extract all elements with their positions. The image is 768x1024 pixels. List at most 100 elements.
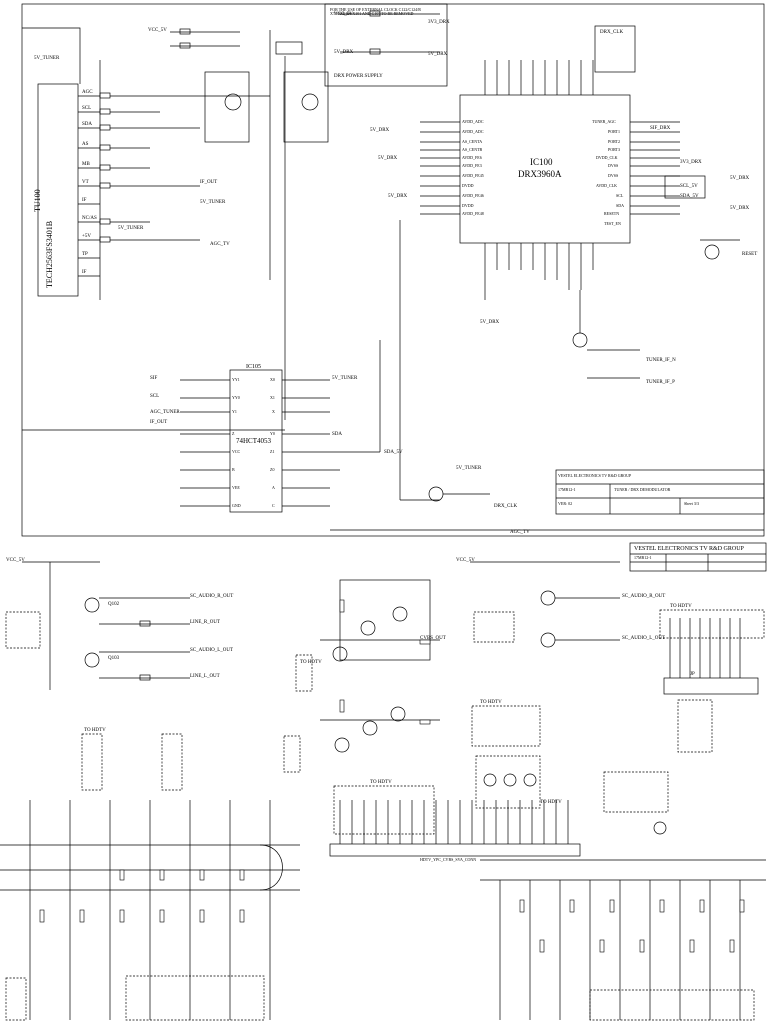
tuner-pin-label: AS <box>82 142 89 147</box>
net-label: IF_OUT <box>150 420 168 425</box>
drx-pin: DVDD <box>462 183 474 188</box>
bottom-title-company: VESTEL ELECTRONICS TV R&D GROUP <box>634 546 744 552</box>
title-project: 17MB12-1 <box>558 487 576 492</box>
net-label: VCC_5V <box>6 558 25 563</box>
drx-pin: RESETN <box>604 211 620 216</box>
drx-pin: AVDD_FE45 <box>462 173 484 178</box>
tuner-pin-label: TP <box>82 252 88 257</box>
net-label: 5V_TUNER <box>118 226 144 231</box>
drx-part: DRX3960A <box>518 169 562 179</box>
net-label: 5V_DRX <box>730 176 750 181</box>
switch-pin: C <box>272 503 275 508</box>
tuner-pin-label: SCL <box>82 106 92 111</box>
net-label: 5V_TUNER <box>456 466 482 471</box>
switch-pin: GND <box>232 503 241 508</box>
bottom-title-project: 17MB12-1 <box>634 555 652 560</box>
drx-pin: DVSS <box>608 173 619 178</box>
switch-pin: YY1 <box>232 377 240 382</box>
switch-pin: Y0 <box>270 431 275 436</box>
net-label: DRX_CLK <box>494 504 518 509</box>
net-label: 5V_TUNER <box>332 376 358 381</box>
net-label: 3V3_DRX <box>680 160 702 165</box>
drx-pin: PORT3 <box>608 147 620 152</box>
net-label: VCC_5V <box>148 28 167 33</box>
net-label: SCL_5V <box>680 184 698 189</box>
net-label: DRX_CLK <box>600 30 624 35</box>
drx-pin: TEST_EN <box>604 221 621 226</box>
net-label: 5V_DRX <box>730 206 750 211</box>
net-label: SDA_5V <box>680 194 699 199</box>
net-label: VCC_5V <box>456 558 475 563</box>
net-label: SIF_DRX <box>650 126 671 131</box>
tuner-part: TECH2563FS3401B <box>45 220 54 288</box>
tuner-pin-label: VT <box>82 180 89 185</box>
net-label: TO HDTV <box>540 800 562 805</box>
drx-pin: AVDD_FE3 <box>462 163 482 168</box>
tuner-pin-label: IF <box>82 270 87 275</box>
drx-pin: PORT1 <box>608 129 620 134</box>
switch-pin: X1 <box>270 395 275 400</box>
net-label: TO HDTV <box>84 728 106 733</box>
net-label: SC_AUDIO_L_OUT <box>190 648 234 653</box>
switch-pin: Z1 <box>270 449 275 454</box>
tuner-pin-label: MB <box>82 162 90 167</box>
net-label: CVBS_OUT <box>420 636 446 641</box>
drx-pin: AS_CENTA <box>462 139 483 144</box>
drx-pin: SDA <box>616 203 625 208</box>
drx-pin: PORT2 <box>608 139 620 144</box>
switch-pin: VCC <box>232 449 241 454</box>
title-ver: VER: 02 <box>558 501 573 506</box>
net-label: 5V_DRX <box>480 320 500 325</box>
net-label: SDA_5V <box>384 450 403 455</box>
net-label: SC_AUDIO_R_OUT <box>190 594 234 599</box>
drx-pin: AVDD_FE48 <box>462 211 484 216</box>
transistor-ref: Q102 <box>108 602 120 607</box>
net-label: SDA <box>332 432 343 437</box>
drx-pin: DVDD <box>462 203 474 208</box>
drx-pin: AVDD_CLK <box>596 183 618 188</box>
net-label: SIF <box>150 376 158 381</box>
net-label: 3V3_DRX <box>428 20 450 25</box>
net-label: AGC_TV <box>510 530 530 535</box>
transistor-ref: Q103 <box>108 656 120 661</box>
net-label: TO HDTV <box>670 604 692 609</box>
tuner-pin-label: IF <box>82 198 87 203</box>
net-label: 5V_DRX <box>428 52 448 57</box>
net-label: IF_OUT <box>200 180 218 185</box>
net-label: SCL <box>150 394 160 399</box>
net-label: VCC_5V <box>334 12 353 17</box>
drx-pin: AS_CENTB <box>462 147 483 152</box>
drx-pin: SCL <box>616 193 624 198</box>
net-label: TUNER_IF_N <box>646 358 676 363</box>
net-label: JP <box>690 672 695 677</box>
switch-pin: Z0 <box>270 467 275 472</box>
net-label: TO HDTV <box>370 780 392 785</box>
switch-pin: YY0 <box>232 395 240 400</box>
net-label: SC_AUDIO_L_OUT <box>622 636 666 641</box>
net-label: TUNER_IF_P <box>646 380 675 385</box>
drx-pin: AVDD_FE46 <box>462 193 484 198</box>
net-label: 5V_DRX <box>388 194 408 199</box>
net-label: RESET <box>742 252 758 257</box>
note-text: FOR THE USE OF EXTERNAL CLOCK C122/C124/… <box>330 7 421 16</box>
net-label: LINE_L_OUT <box>190 674 220 679</box>
switch-pin: B <box>232 467 235 472</box>
drx-pin: TUNER_AGC <box>592 119 616 124</box>
net-label: LINE_R_OUT <box>190 620 220 625</box>
switch-part: 74HCT4053 <box>236 437 271 445</box>
drx-pin: AVDD_FE6 <box>462 155 482 160</box>
net-label: 5V_DRX <box>334 50 354 55</box>
tuner-ref: TU100 <box>33 189 42 212</box>
tuner-pin-label: SDA <box>82 122 93 127</box>
switch-pin: Y1 <box>232 409 237 414</box>
net-label: TO HDTV <box>300 660 322 665</box>
net-label: TO HDTV <box>480 700 502 705</box>
note-label: DRX POWER SUPPLY <box>334 74 383 79</box>
title-sheet: Sheet 3/3 <box>684 501 699 506</box>
switch-ref: IC105 <box>246 364 261 370</box>
net-label: 5V_TUNER <box>200 200 226 205</box>
switch-pin: Z <box>232 431 235 436</box>
drx-ref: IC100 <box>530 157 553 167</box>
net-label: AGC_TUNER <box>150 410 180 415</box>
